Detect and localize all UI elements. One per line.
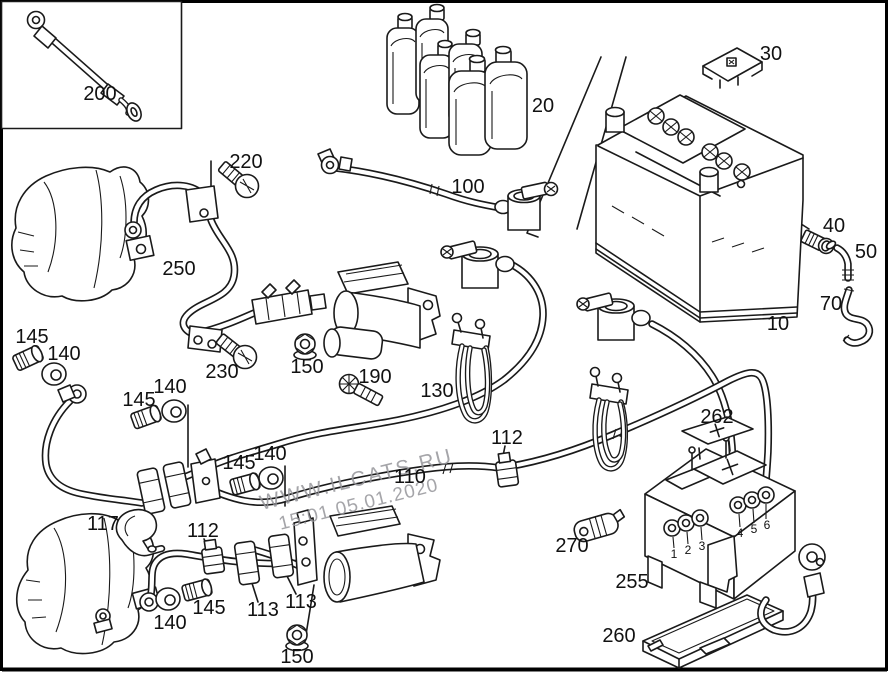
part-label-30: 30 <box>760 43 782 65</box>
positive-terminal-clamp <box>440 240 515 289</box>
part-label-200: 200 <box>83 83 116 105</box>
nut-150-top <box>293 333 317 361</box>
part-label-130: 130 <box>420 380 453 402</box>
part-label-150a: 150 <box>290 356 323 378</box>
terminal-stud-145-a <box>12 345 44 371</box>
terminal-stud-145-b <box>130 404 162 430</box>
part-label-140c: 140 <box>253 443 286 465</box>
part-label-50: 50 <box>855 241 877 263</box>
part-label-145c: 145 <box>222 452 255 474</box>
nut-140-b <box>161 399 187 423</box>
part-label-220: 220 <box>229 151 262 173</box>
part-label-112a: 112 <box>491 427 523 449</box>
fuse-box-terminals <box>663 486 775 549</box>
part-label-145d: 145 <box>192 597 225 619</box>
battery-vent-hole <box>736 179 746 189</box>
part-label-113b: 113 <box>285 591 317 613</box>
part-label-70: 70 <box>820 293 842 315</box>
negative-terminal-clamp <box>576 292 651 341</box>
fuse-terminal-4: 4 <box>737 526 744 540</box>
nut-140-c <box>258 466 284 490</box>
part-label-140d: 140 <box>153 612 186 634</box>
acid-containers <box>386 3 528 156</box>
clamp-117 <box>115 508 166 557</box>
alternator-top <box>11 166 155 302</box>
acid-bottle <box>386 12 420 115</box>
part-label-190: 190 <box>358 366 391 388</box>
nut-140-d <box>155 587 181 611</box>
part-label-145b: 145 <box>122 389 155 411</box>
terminal-stud-145-d <box>181 578 213 602</box>
part-label-100: 100 <box>451 176 484 198</box>
part-label-117: 117 <box>87 513 119 535</box>
part-label-250: 250 <box>162 258 195 280</box>
bolt-190 <box>338 373 384 407</box>
part-label-112b: 112 <box>187 520 219 542</box>
part-label-110: 110 <box>394 466 426 488</box>
bracket-270 <box>573 508 626 543</box>
part-label-150b: 150 <box>280 646 313 668</box>
part-label-113a: 113 <box>247 599 279 621</box>
ground-cable-250 <box>124 181 327 353</box>
fuse-box-cover-262 <box>681 416 754 460</box>
ring-terminal-cable <box>757 543 826 636</box>
clamp-113 <box>267 533 295 579</box>
fuse-terminal-1: 1 <box>671 547 678 561</box>
inset-box <box>0 0 183 130</box>
cable-clamp-cluster-bottom <box>233 509 318 586</box>
battery-lid-screws <box>647 107 751 181</box>
cable-bracket <box>187 325 223 353</box>
loop-terminal-130-b <box>589 366 629 472</box>
connector-block <box>251 289 313 325</box>
clip-112-top <box>495 451 520 488</box>
cable-clamp-cluster-mid <box>136 448 221 515</box>
part-label-255: 255 <box>615 571 648 593</box>
part-label-10: 10 <box>767 313 789 335</box>
battery-tray-260 <box>642 594 784 669</box>
loop-terminal-130-a <box>451 312 493 424</box>
vent-elbow-50 <box>825 240 854 282</box>
part-label-145a: 145 <box>15 326 48 348</box>
starter-motor-bottom <box>323 505 441 603</box>
part-label-230: 230 <box>205 361 238 383</box>
part-label-270: 270 <box>555 535 588 557</box>
fuse-terminal-numbers: 1 2 3 4 5 6 <box>671 518 771 561</box>
fuse-terminal-5: 5 <box>751 522 758 536</box>
part-label-140a: 140 <box>47 343 80 365</box>
nut-140-a <box>41 362 67 386</box>
screw-220 <box>217 161 260 199</box>
part-label-20: 20 <box>532 95 554 117</box>
battery-cover-plate <box>702 47 763 89</box>
part-labels: 200 220 20 30 100 250 40 50 70 10 145 14… <box>15 43 877 668</box>
part-label-140b: 140 <box>153 376 186 398</box>
ground-strap-200 <box>26 10 142 122</box>
cable-bracket <box>185 185 219 223</box>
battery <box>595 94 804 323</box>
part-label-262: 262 <box>700 406 733 428</box>
part-label-40: 40 <box>823 215 845 237</box>
battery-terminal-posts <box>605 106 719 193</box>
screw-230 <box>215 333 258 370</box>
clip-112-bottom <box>201 538 226 575</box>
starter-motor-top <box>323 261 441 360</box>
vent-hose-70 <box>840 286 874 347</box>
part-label-260: 260 <box>602 625 635 647</box>
terminal-stud-145-c <box>229 472 261 496</box>
acid-bottle <box>484 45 528 150</box>
fuse-terminal-2: 2 <box>685 543 692 557</box>
fuse-box <box>644 434 796 609</box>
nut-150-bottom <box>285 624 309 652</box>
fuse-terminal-3: 3 <box>699 539 706 553</box>
fuse-terminal-6: 6 <box>764 518 771 532</box>
acid-bottle <box>448 54 492 156</box>
battery-cable-100 <box>317 148 559 231</box>
battery-face-marks <box>611 205 765 253</box>
terminal-clamp <box>494 181 559 231</box>
